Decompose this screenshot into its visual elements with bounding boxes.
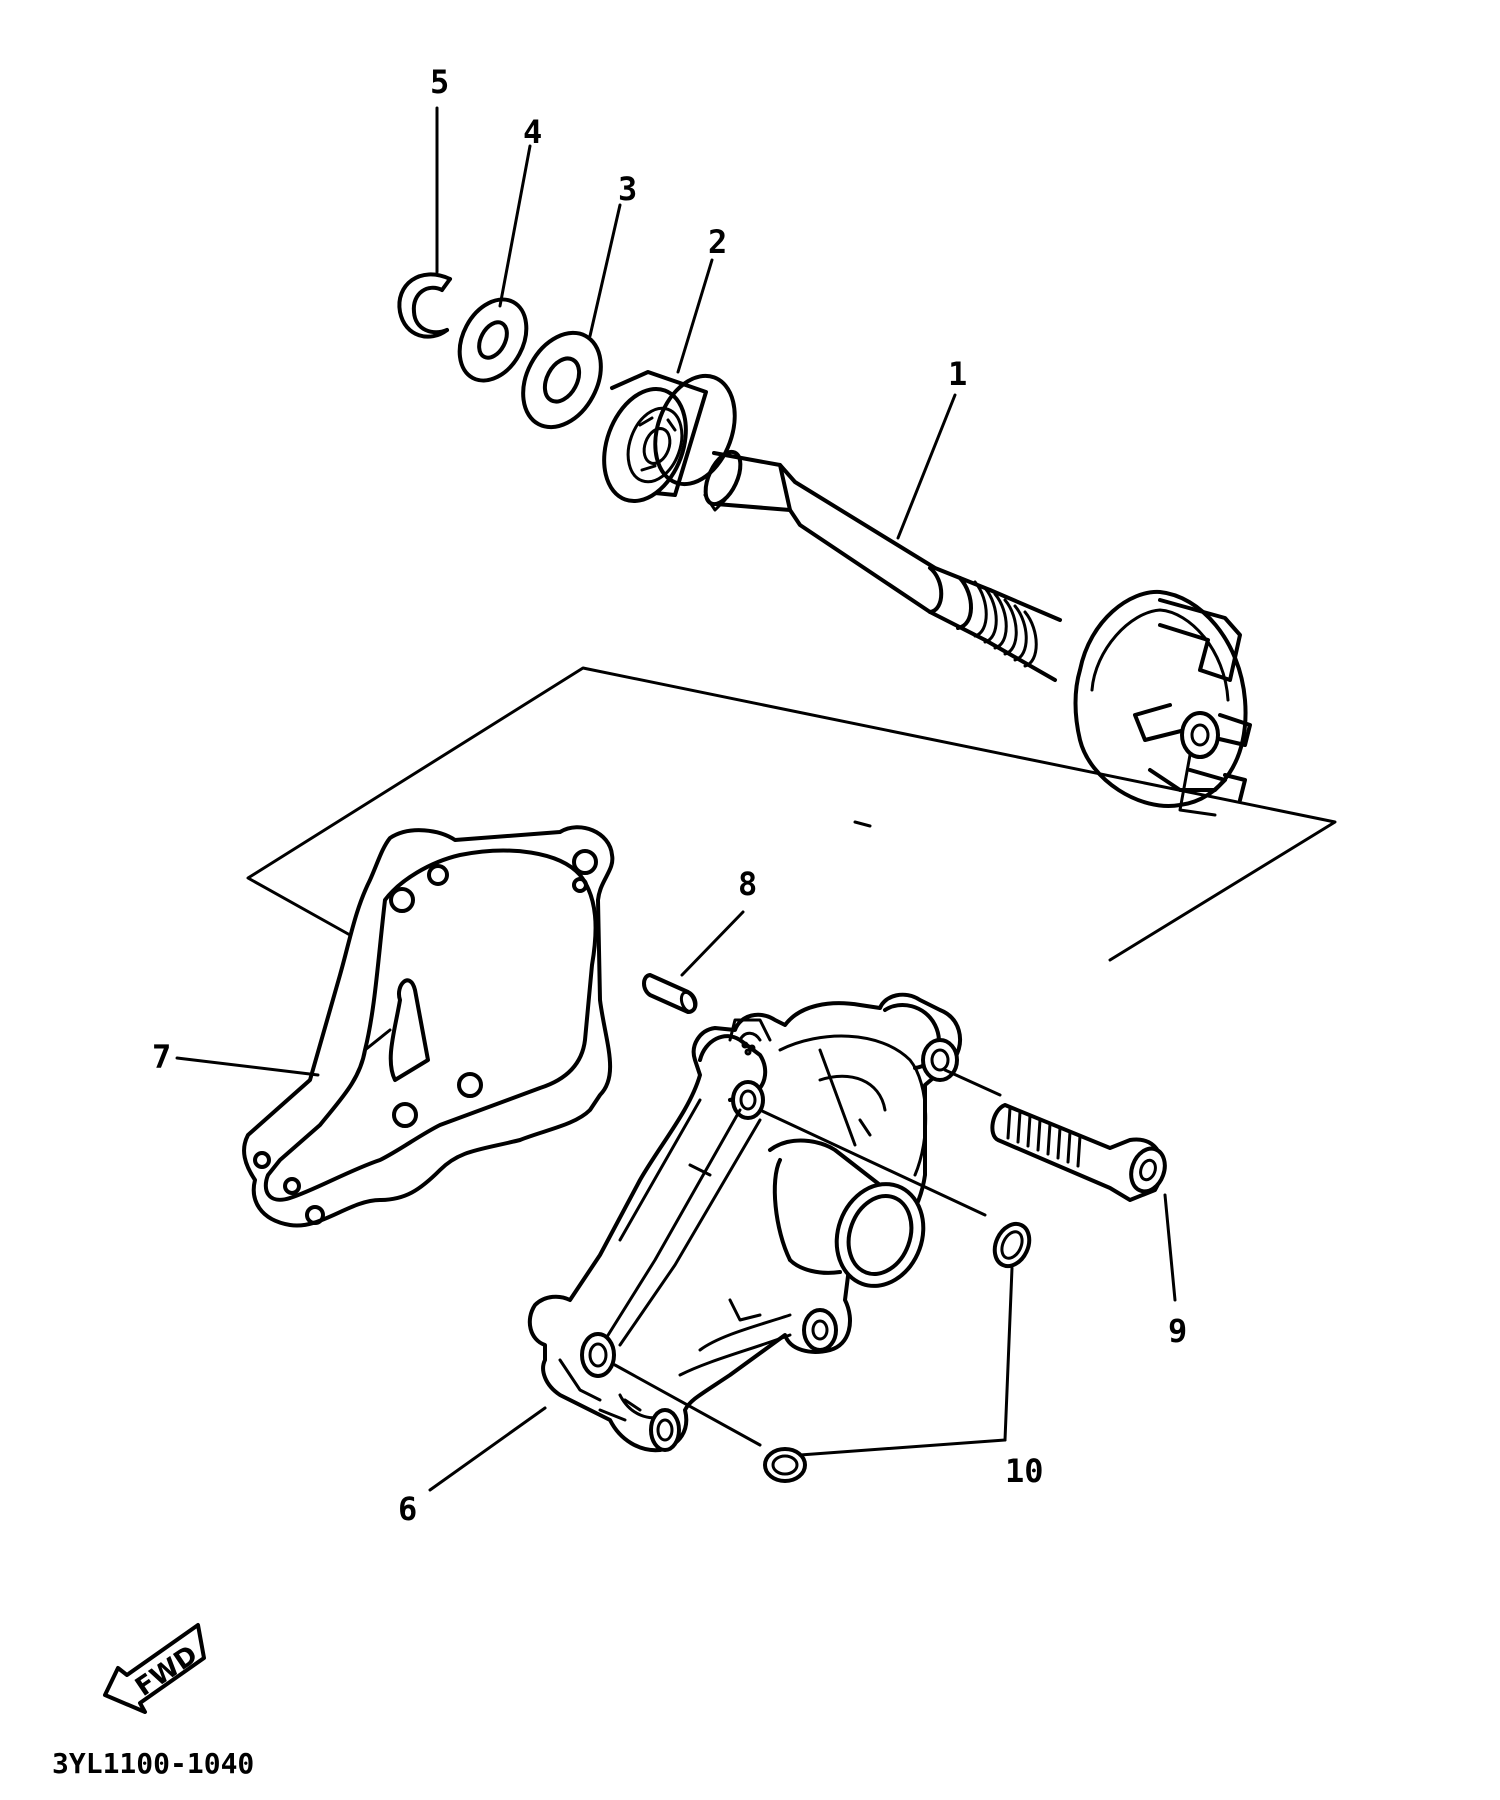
callout-1: 1 — [948, 355, 967, 393]
callout-5: 5 — [430, 63, 449, 101]
callout-10: 10 — [1005, 1452, 1044, 1490]
circlip-part-5 — [397, 272, 452, 339]
water-pump-housing-part-6 — [527, 992, 962, 1453]
callout-3: 3 — [618, 170, 637, 208]
impeller-shaft-part-1 — [703, 449, 1252, 817]
callout-4: 4 — [523, 113, 542, 151]
dowel-pin-part-8 — [642, 973, 698, 1014]
drawing-code: 3YL1100-1040 — [52, 1747, 254, 1780]
callout-9: 9 — [1168, 1312, 1187, 1350]
o-ring-upper-part-10 — [992, 1221, 1032, 1269]
reference-plane-outline — [246, 666, 1337, 962]
forward-direction-arrow: FWD — [103, 1623, 206, 1714]
assembly-center-lines — [613, 1068, 1002, 1447]
callout-7: 7 — [152, 1038, 171, 1076]
oil-seal-part-3 — [521, 330, 603, 430]
bolt-part-9 — [990, 1103, 1167, 1202]
gasket-part-7 — [242, 825, 615, 1228]
leader-lines — [175, 106, 1177, 1492]
callout-6: 6 — [398, 1490, 417, 1528]
bearing-part-2 — [602, 370, 737, 504]
washer-part-4 — [457, 297, 529, 383]
o-ring-lower-part-10 — [763, 1447, 807, 1483]
callout-8: 8 — [738, 865, 757, 903]
callout-labels: 1 2 3 4 5 6 7 8 9 10 — [152, 63, 1187, 1528]
callout-2: 2 — [708, 223, 727, 261]
